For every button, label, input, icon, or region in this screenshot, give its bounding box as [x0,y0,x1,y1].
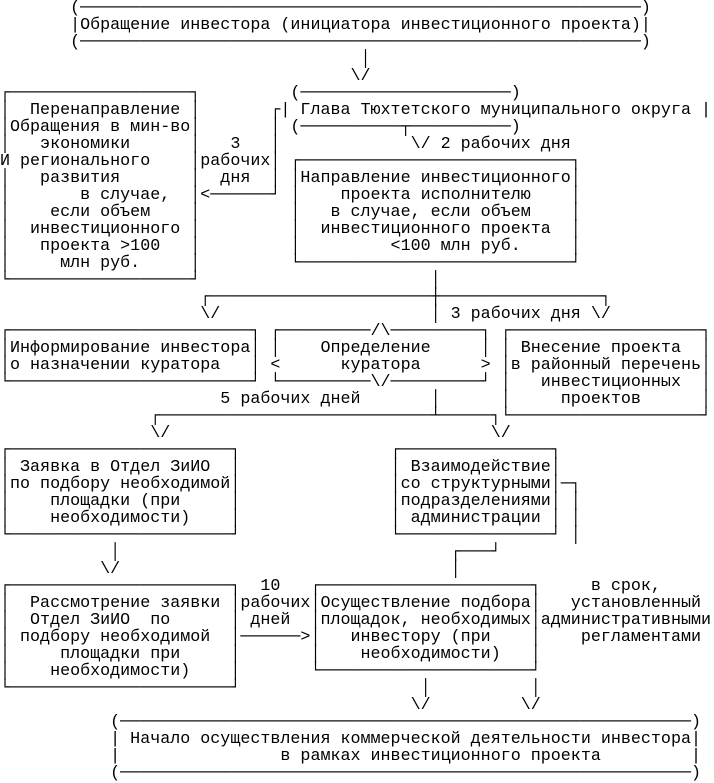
flowchart-ascii-art: (───────────────────────────────────────… [0,0,712,783]
flowchart: (───────────────────────────────────────… [0,0,712,783]
